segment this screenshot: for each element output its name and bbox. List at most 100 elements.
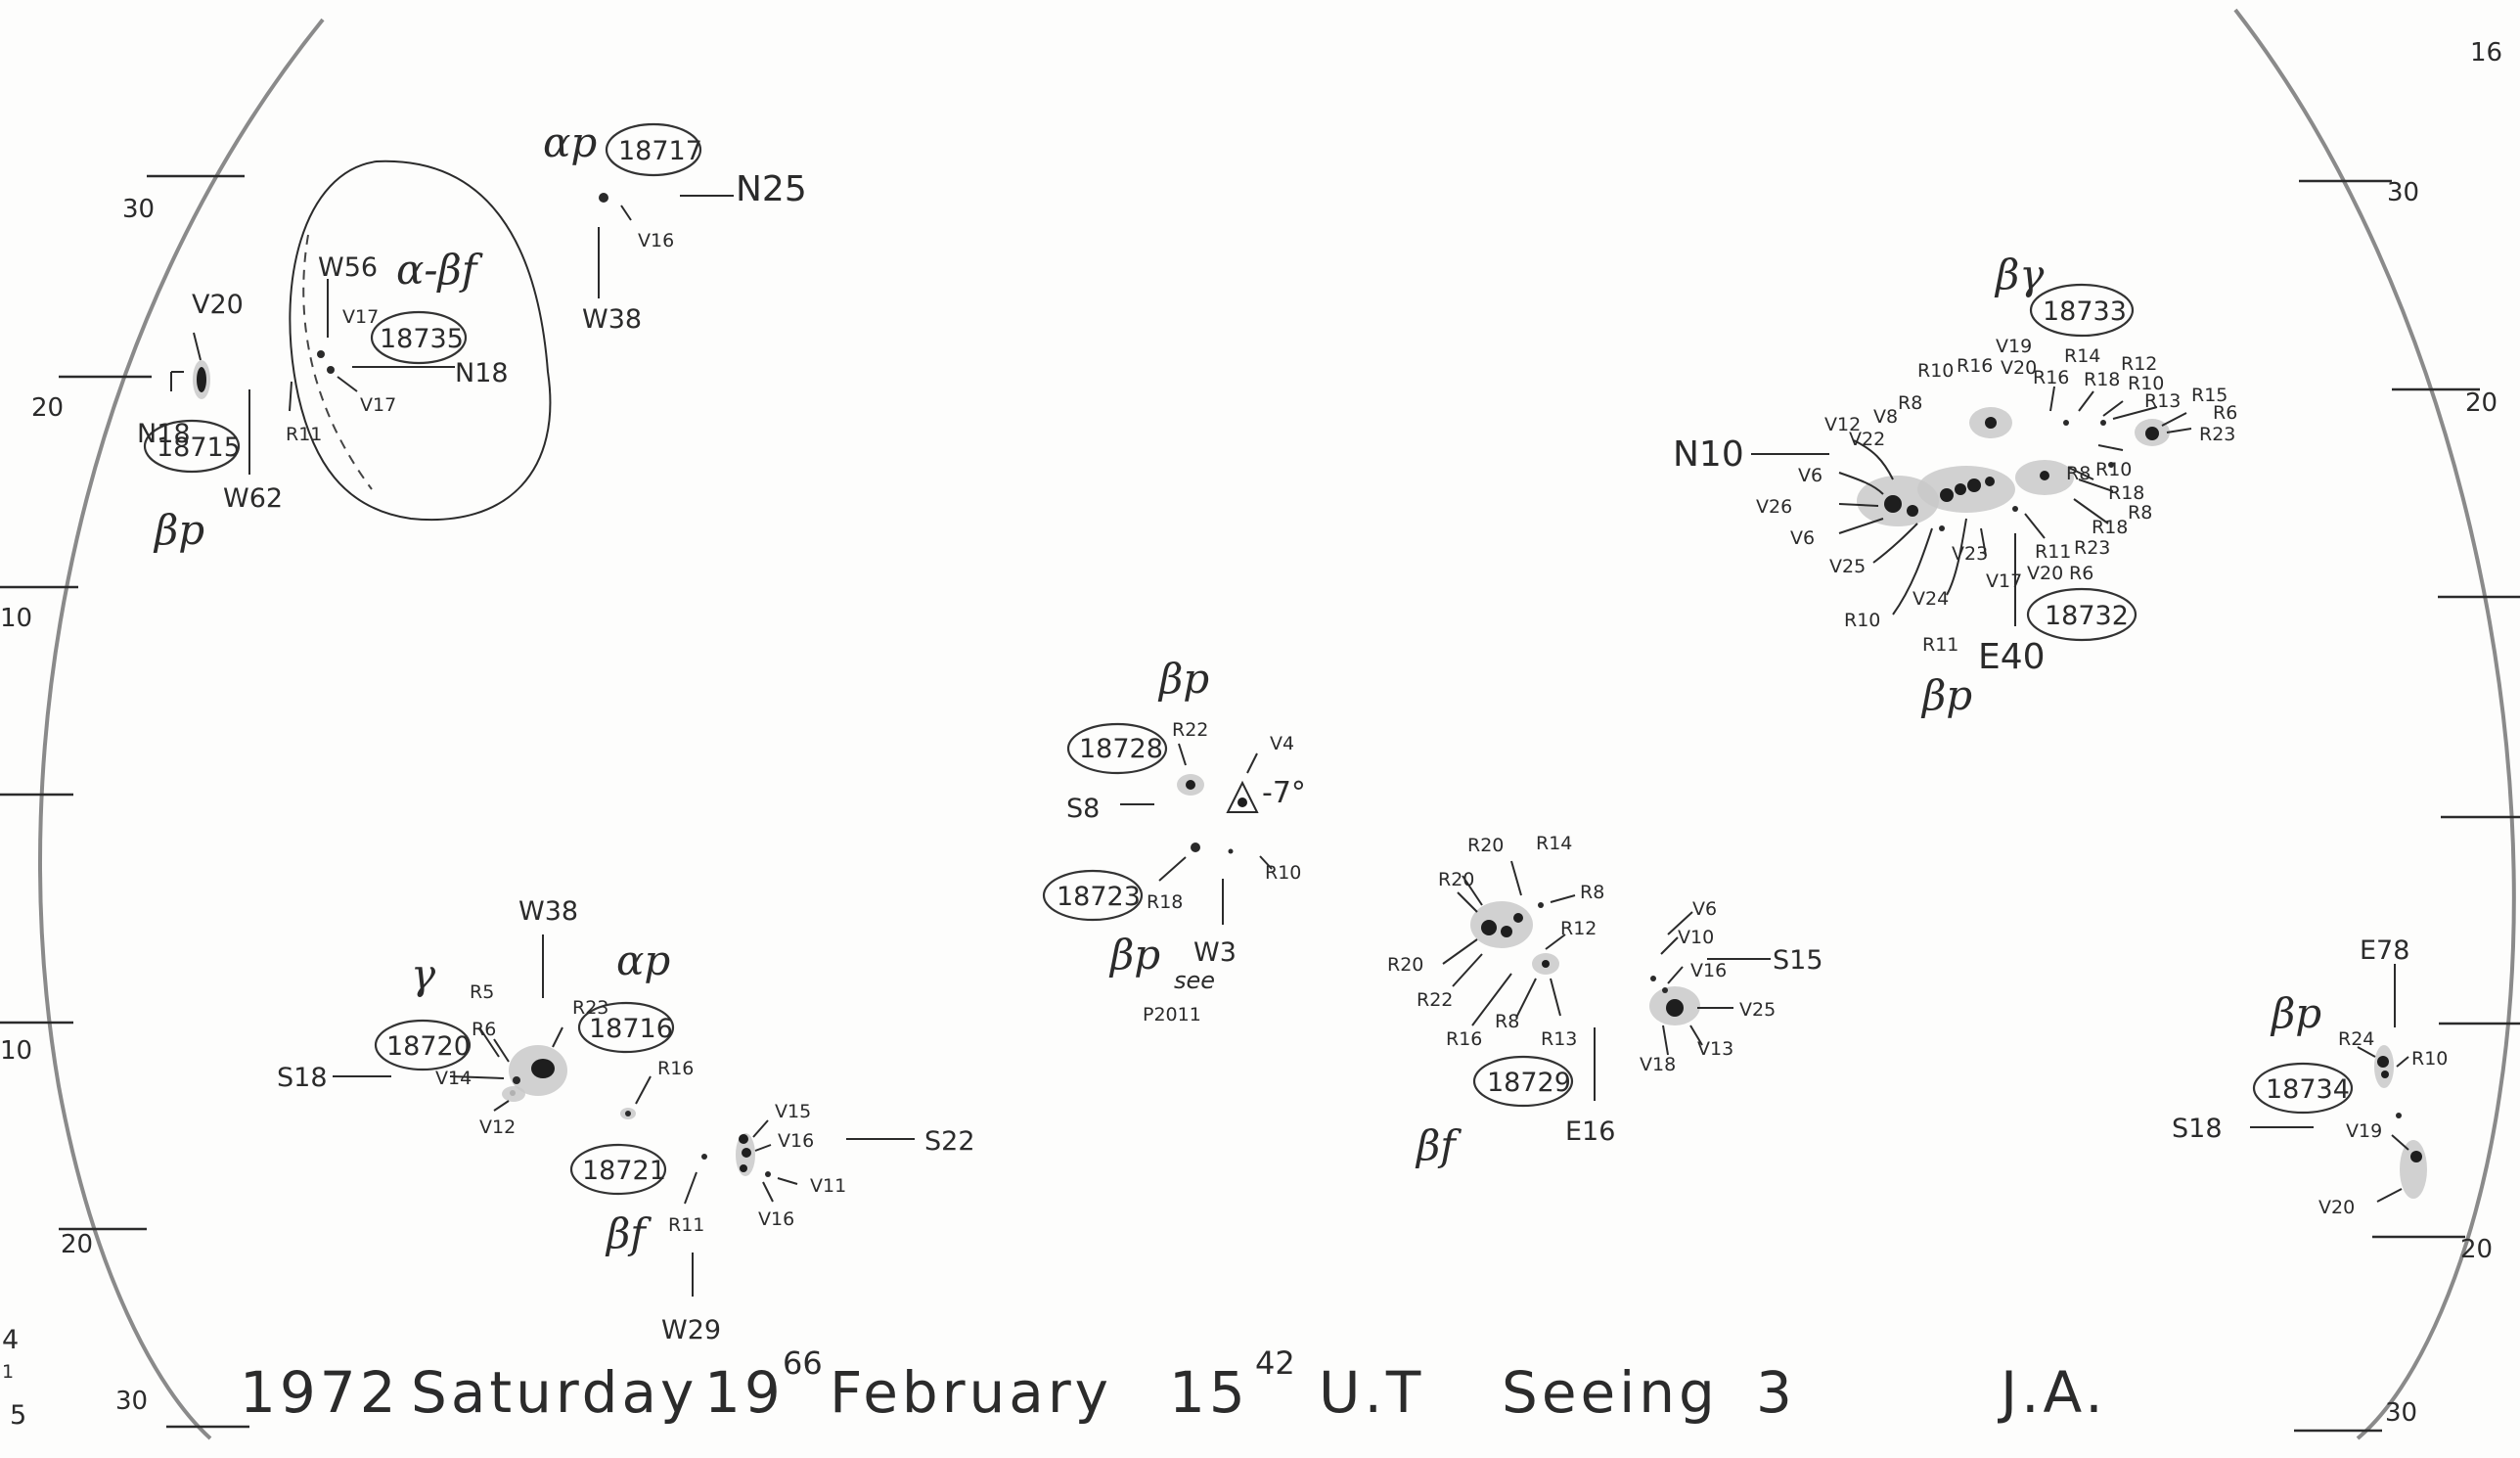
spot-label: R8 bbox=[1898, 392, 1922, 414]
spot-label: R10 bbox=[1844, 610, 1880, 631]
spot-label: V19 bbox=[1996, 336, 2032, 357]
class-label: βp bbox=[1108, 931, 1160, 979]
spot-label: R22 bbox=[1172, 719, 1208, 741]
spot-label: V11 bbox=[810, 1175, 846, 1197]
spot-label: V14 bbox=[435, 1068, 472, 1089]
spot-label: V6 bbox=[1692, 898, 1717, 920]
group-18717: αp 18717 N25 V16 W38 bbox=[543, 118, 807, 335]
lat-label-left-10: 10 bbox=[0, 604, 32, 633]
latitude-label: N18 bbox=[137, 419, 191, 449]
footer-caption: 1972 Saturday 19 66 February 15 42 U.T S… bbox=[240, 1344, 2107, 1426]
class-label: βp bbox=[1920, 671, 1972, 719]
class-label: αp bbox=[543, 118, 597, 166]
lat-label-left-20: 20 bbox=[31, 393, 64, 423]
solar-limb-left bbox=[38, 18, 325, 1440]
lat-label-left-30: 30 bbox=[122, 195, 155, 224]
spot-label: R20 bbox=[1438, 869, 1474, 890]
footer-day: 19 bbox=[704, 1359, 785, 1426]
spot-label: V17 bbox=[360, 394, 396, 416]
class-label: α-βf bbox=[396, 246, 483, 294]
group-18723: 18723 R18 βp W3 see P2011 bbox=[1042, 843, 1237, 1025]
edge-fragment-bottom: 5 bbox=[10, 1400, 26, 1431]
spot-label: V17 bbox=[342, 306, 379, 328]
group-18720-18716: W38 γ αp R5 R6 R23 18720 18716 S18 V14 V… bbox=[277, 896, 694, 1138]
longitude-label: E40 bbox=[1978, 637, 2046, 677]
spot-label: R18 bbox=[2084, 369, 2120, 390]
group-number: 18728 bbox=[1079, 734, 1163, 764]
spot-label: R10 bbox=[2095, 459, 2132, 480]
footer-month: February bbox=[830, 1359, 1112, 1426]
spot-label: V26 bbox=[1756, 496, 1792, 518]
class-label: αp bbox=[616, 936, 670, 984]
group-number: 18729 bbox=[1487, 1068, 1571, 1098]
group-18728: βp 18728 R22 V4 -7° S8 R10 bbox=[1066, 655, 1306, 884]
latitude-label: S18 bbox=[2172, 1114, 2223, 1144]
spot-label: R8 bbox=[1495, 1011, 1519, 1032]
spot-label: R6 bbox=[2213, 402, 2237, 424]
class-label: βp bbox=[1157, 655, 1209, 703]
group-number: 18717 bbox=[618, 136, 702, 166]
spot-label: V19 bbox=[2346, 1120, 2382, 1142]
spot-label: R23 bbox=[2199, 424, 2235, 445]
spot-label: R13 bbox=[2144, 390, 2181, 412]
spot-label: R8 bbox=[2066, 463, 2091, 484]
group-number: 18716 bbox=[589, 1014, 673, 1044]
spot-label: R10 bbox=[1917, 360, 1954, 382]
spot-label: R5 bbox=[470, 981, 494, 1003]
solar-limb-right bbox=[2233, 8, 2516, 1440]
spot-label: V24 bbox=[1912, 588, 1949, 610]
lat-label-left-10-south: 10 bbox=[0, 1036, 32, 1066]
spot-label: R6 bbox=[472, 1019, 496, 1040]
class-label: βf bbox=[605, 1209, 652, 1257]
spot-label: V4 bbox=[1270, 733, 1294, 754]
class-label: βp bbox=[153, 506, 204, 554]
spot-label: R8 bbox=[2128, 502, 2152, 524]
latitude-label: N25 bbox=[736, 169, 807, 209]
spot-label: R18 bbox=[2108, 482, 2144, 504]
spot-label: R11 bbox=[668, 1214, 704, 1236]
page-reference: P2011 bbox=[1143, 1004, 1201, 1025]
class-label: βγ bbox=[1994, 251, 2045, 298]
spot-label: V20 bbox=[2001, 357, 2037, 379]
spot-label: R16 bbox=[657, 1058, 694, 1079]
spot-label: R18 bbox=[2092, 517, 2128, 538]
longitude-label: W56 bbox=[318, 252, 378, 283]
spot-label: V16 bbox=[638, 230, 674, 251]
longitude-label: E16 bbox=[1565, 1116, 1615, 1147]
spot-label: R24 bbox=[2338, 1028, 2374, 1050]
spot-label: R15 bbox=[2191, 385, 2228, 406]
footer-minute: 42 bbox=[1255, 1344, 1295, 1382]
group-number: 18721 bbox=[582, 1156, 666, 1186]
spot-label: R22 bbox=[1417, 989, 1453, 1011]
latitude-label: S15 bbox=[1773, 945, 1823, 976]
spot-label: V12 bbox=[1824, 414, 1861, 435]
latitude-label: S8 bbox=[1066, 794, 1100, 824]
spot-label: V12 bbox=[479, 1116, 516, 1138]
latitude-grid bbox=[0, 174, 2520, 1433]
spot-label: R14 bbox=[2064, 345, 2100, 367]
group-number: 18720 bbox=[386, 1031, 471, 1062]
spot-label: V8 bbox=[1873, 406, 1898, 428]
spot-label: R10 bbox=[1265, 862, 1301, 884]
footer-observer: J.A. bbox=[1998, 1359, 2107, 1426]
footer-year: 1972 bbox=[240, 1359, 400, 1426]
angle-label: -7° bbox=[1262, 776, 1306, 810]
longitude-label: W38 bbox=[582, 304, 642, 335]
footer-hour: 15 bbox=[1169, 1359, 1249, 1426]
spot-label: R10 bbox=[2128, 373, 2164, 394]
spot-label: R23 bbox=[2074, 537, 2110, 559]
group-number: 18723 bbox=[1057, 882, 1141, 912]
group-number: 18735 bbox=[380, 324, 464, 354]
footer-weekday: Saturday bbox=[411, 1359, 698, 1426]
spot-label: V10 bbox=[1678, 927, 1714, 948]
spot-label: V25 bbox=[1739, 999, 1776, 1021]
spot-label: R20 bbox=[1387, 954, 1423, 976]
spot-label: R13 bbox=[1541, 1028, 1577, 1050]
group-18735: W56 α-βf V17 18735 N18 V17 R11 bbox=[286, 159, 552, 522]
spot-label: R6 bbox=[2069, 563, 2093, 584]
corner-number: 16 bbox=[2470, 38, 2502, 68]
spot-label: R12 bbox=[2121, 353, 2157, 375]
lat-label-left-20-south: 20 bbox=[61, 1230, 93, 1259]
spot-label: R16 bbox=[1957, 355, 1993, 377]
